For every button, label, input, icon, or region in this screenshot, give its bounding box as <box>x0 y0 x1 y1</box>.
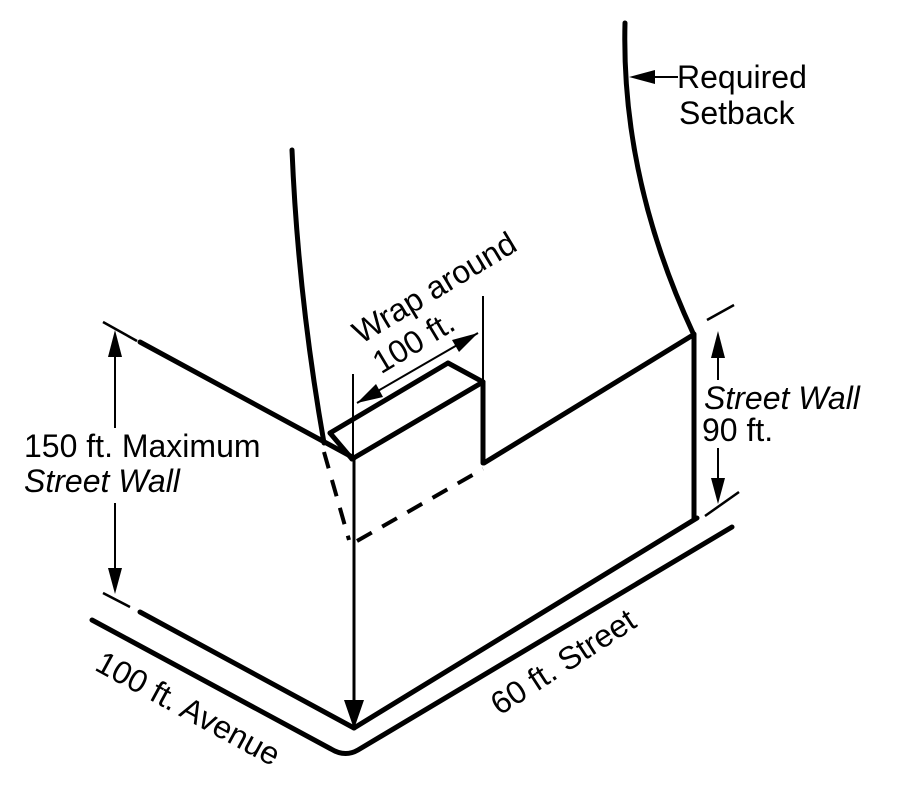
setback-curve-left <box>289 147 327 446</box>
left-dimension-bottom-tick <box>102 591 131 609</box>
corner-down-arrowhead <box>344 700 364 729</box>
street-wall-top-edge <box>481 332 696 466</box>
street-wall-90-label-line2: 90 ft. <box>702 412 773 448</box>
wrap-dimension-right-arrowhead <box>452 333 478 352</box>
right-dimension-up-arrowhead <box>711 331 725 358</box>
max-street-wall-label-line1: 150 ft. Maximum <box>24 428 261 464</box>
wrap-parapet-left-cap-edge <box>327 430 355 462</box>
street-wall-base-edge <box>351 515 700 731</box>
hidden-setback-edge <box>322 451 351 541</box>
left-dimension-down-arrowhead <box>108 568 122 594</box>
street-wall-90-label-line1: Street Wall <box>704 380 861 416</box>
required-setback-label-line1: Required <box>677 59 807 95</box>
setback-leader-arrowhead <box>629 70 655 84</box>
required-setback-label-line2: Setback <box>679 95 796 131</box>
max-street-wall-label-line2: Street Wall <box>24 463 181 499</box>
wrap-parapet-front-top-edge <box>349 379 486 462</box>
right-dimension-bottom-tick <box>704 490 740 518</box>
left-dimension-top-tick <box>102 320 138 343</box>
setback-curve-right <box>622 20 696 336</box>
wrap-parapet-back-top-edge <box>327 360 451 436</box>
left-dimension-up-arrowhead <box>108 330 122 357</box>
curb-line <box>89 524 735 756</box>
avenue-wall-top-edge <box>137 339 357 461</box>
right-dimension-top-tick <box>706 303 735 322</box>
wrap-parapet-right-cap-edge <box>445 360 486 385</box>
wrap-dimension-left-arrowhead <box>357 384 383 403</box>
avenue-wall-base-edge <box>137 609 357 731</box>
right-dimension-down-arrowhead <box>711 478 725 504</box>
hidden-90ft-top-edge <box>356 467 484 543</box>
